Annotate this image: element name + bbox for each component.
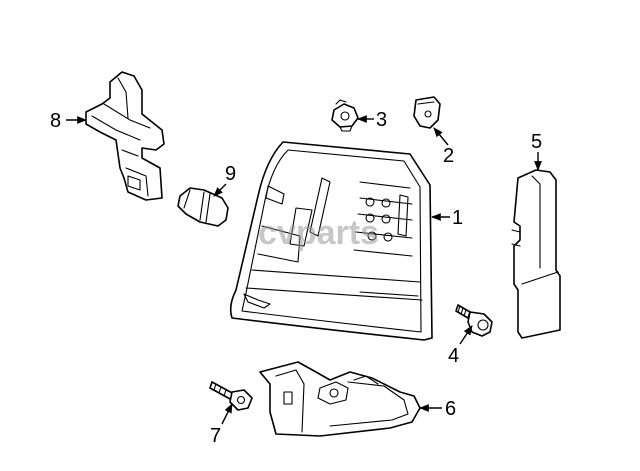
callout-1: 1: [452, 207, 463, 229]
push-nut-part: [331, 99, 359, 132]
lower-bracket-part: [259, 361, 421, 437]
tail-lamp-assembly: [229, 141, 433, 341]
leader-lines: [66, 115, 542, 425]
callout-7: 7: [210, 425, 221, 447]
leader-4: [459, 325, 473, 345]
callout-6: 6: [445, 398, 456, 420]
side-garnish-part: [511, 169, 561, 339]
socket-harness-part: [85, 71, 165, 201]
bulb-part: [177, 187, 229, 227]
leader-9: [213, 183, 227, 197]
callout-4: 4: [448, 345, 459, 367]
callout-9: 9: [225, 163, 236, 185]
callout-labels: 1 2 3 4 5 6 7 8 9: [50, 109, 542, 447]
callout-2: 2: [443, 145, 454, 167]
clip-part: [413, 96, 441, 129]
leader-2: [433, 127, 449, 146]
callout-8: 8: [50, 110, 61, 132]
screw-part-small: [209, 381, 253, 411]
leader-7: [221, 403, 233, 425]
callout-5: 5: [531, 131, 542, 153]
callout-3: 3: [376, 109, 387, 131]
watermark-text: cvparts: [258, 214, 379, 252]
screw-part: [455, 304, 493, 337]
